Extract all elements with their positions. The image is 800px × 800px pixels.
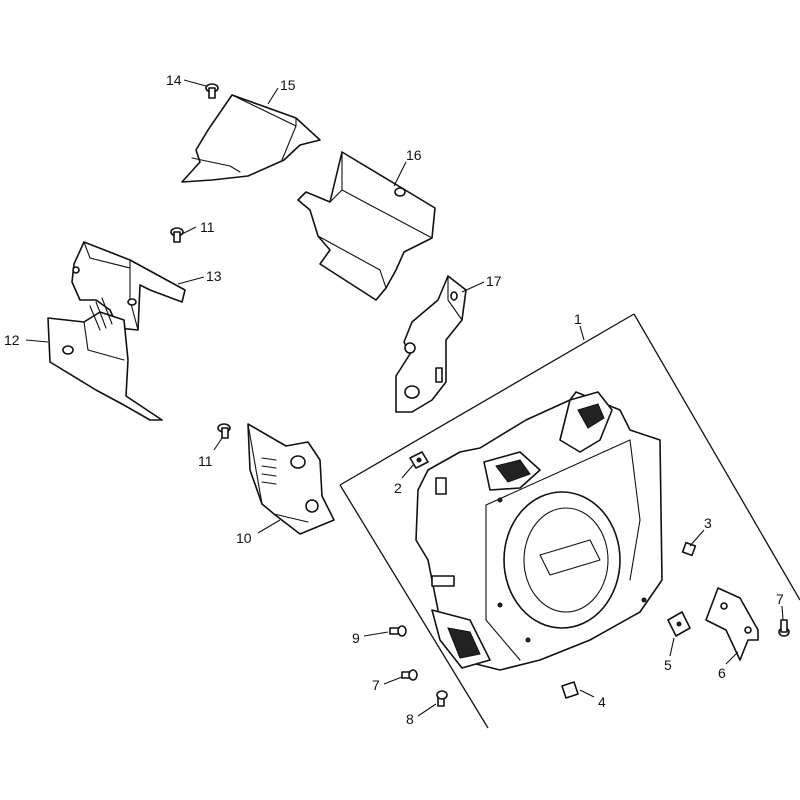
callout-11-lower: 11: [198, 453, 213, 469]
callout-11-upper: 11: [200, 219, 215, 235]
callout-16: 16: [406, 147, 422, 163]
callout-14: 14: [166, 72, 182, 88]
part-3-spring-nut: [681, 541, 697, 557]
callout-8: 8: [406, 711, 414, 727]
callout-4: 4: [598, 694, 606, 710]
part-14-bolt: [205, 83, 219, 99]
part-7-bolt-right: [778, 619, 790, 637]
part-13-bracket: [71, 241, 186, 331]
callout-3: 3: [704, 515, 712, 531]
part-6-cover-plate: [705, 587, 759, 661]
part-17-bracket: [395, 275, 467, 413]
part-12-lower-baffle: [47, 297, 163, 421]
part-7-bolt-left: [401, 669, 418, 681]
part-8-bolt: [436, 690, 448, 707]
part-4-clip: [561, 681, 579, 699]
callout-7-right: 7: [776, 591, 784, 607]
assembly-1-frame: [339, 313, 800, 729]
callout-1: 1: [574, 311, 582, 327]
leader-lines: [25, 79, 784, 717]
part-2-clip-nut: [409, 451, 429, 469]
callout-13: 13: [206, 268, 222, 284]
part-1-blower-housing: [415, 391, 663, 671]
part-11-bolt-lower: [217, 423, 231, 439]
callout-6: 6: [718, 665, 726, 681]
part-11-bolt-upper: [170, 227, 184, 243]
part-15-upper-baffle: [181, 94, 321, 183]
part-10-bracket: [247, 423, 335, 535]
callout-15: 15: [280, 77, 296, 93]
callout-7-left: 7: [372, 677, 380, 693]
callout-17: 17: [486, 273, 502, 289]
part-5-clip-nut: [667, 611, 691, 637]
callout-12: 12: [4, 332, 20, 348]
part-9-bolt: [389, 625, 407, 637]
part-16-baffle: [297, 151, 436, 301]
callout-labels: 14 15 16 11 13 12 17 1 11 10 2 3 4 5 6 7…: [4, 72, 784, 727]
callout-10: 10: [236, 530, 252, 546]
callout-5: 5: [664, 657, 672, 673]
callout-2: 2: [394, 480, 402, 496]
callout-9: 9: [352, 630, 360, 646]
